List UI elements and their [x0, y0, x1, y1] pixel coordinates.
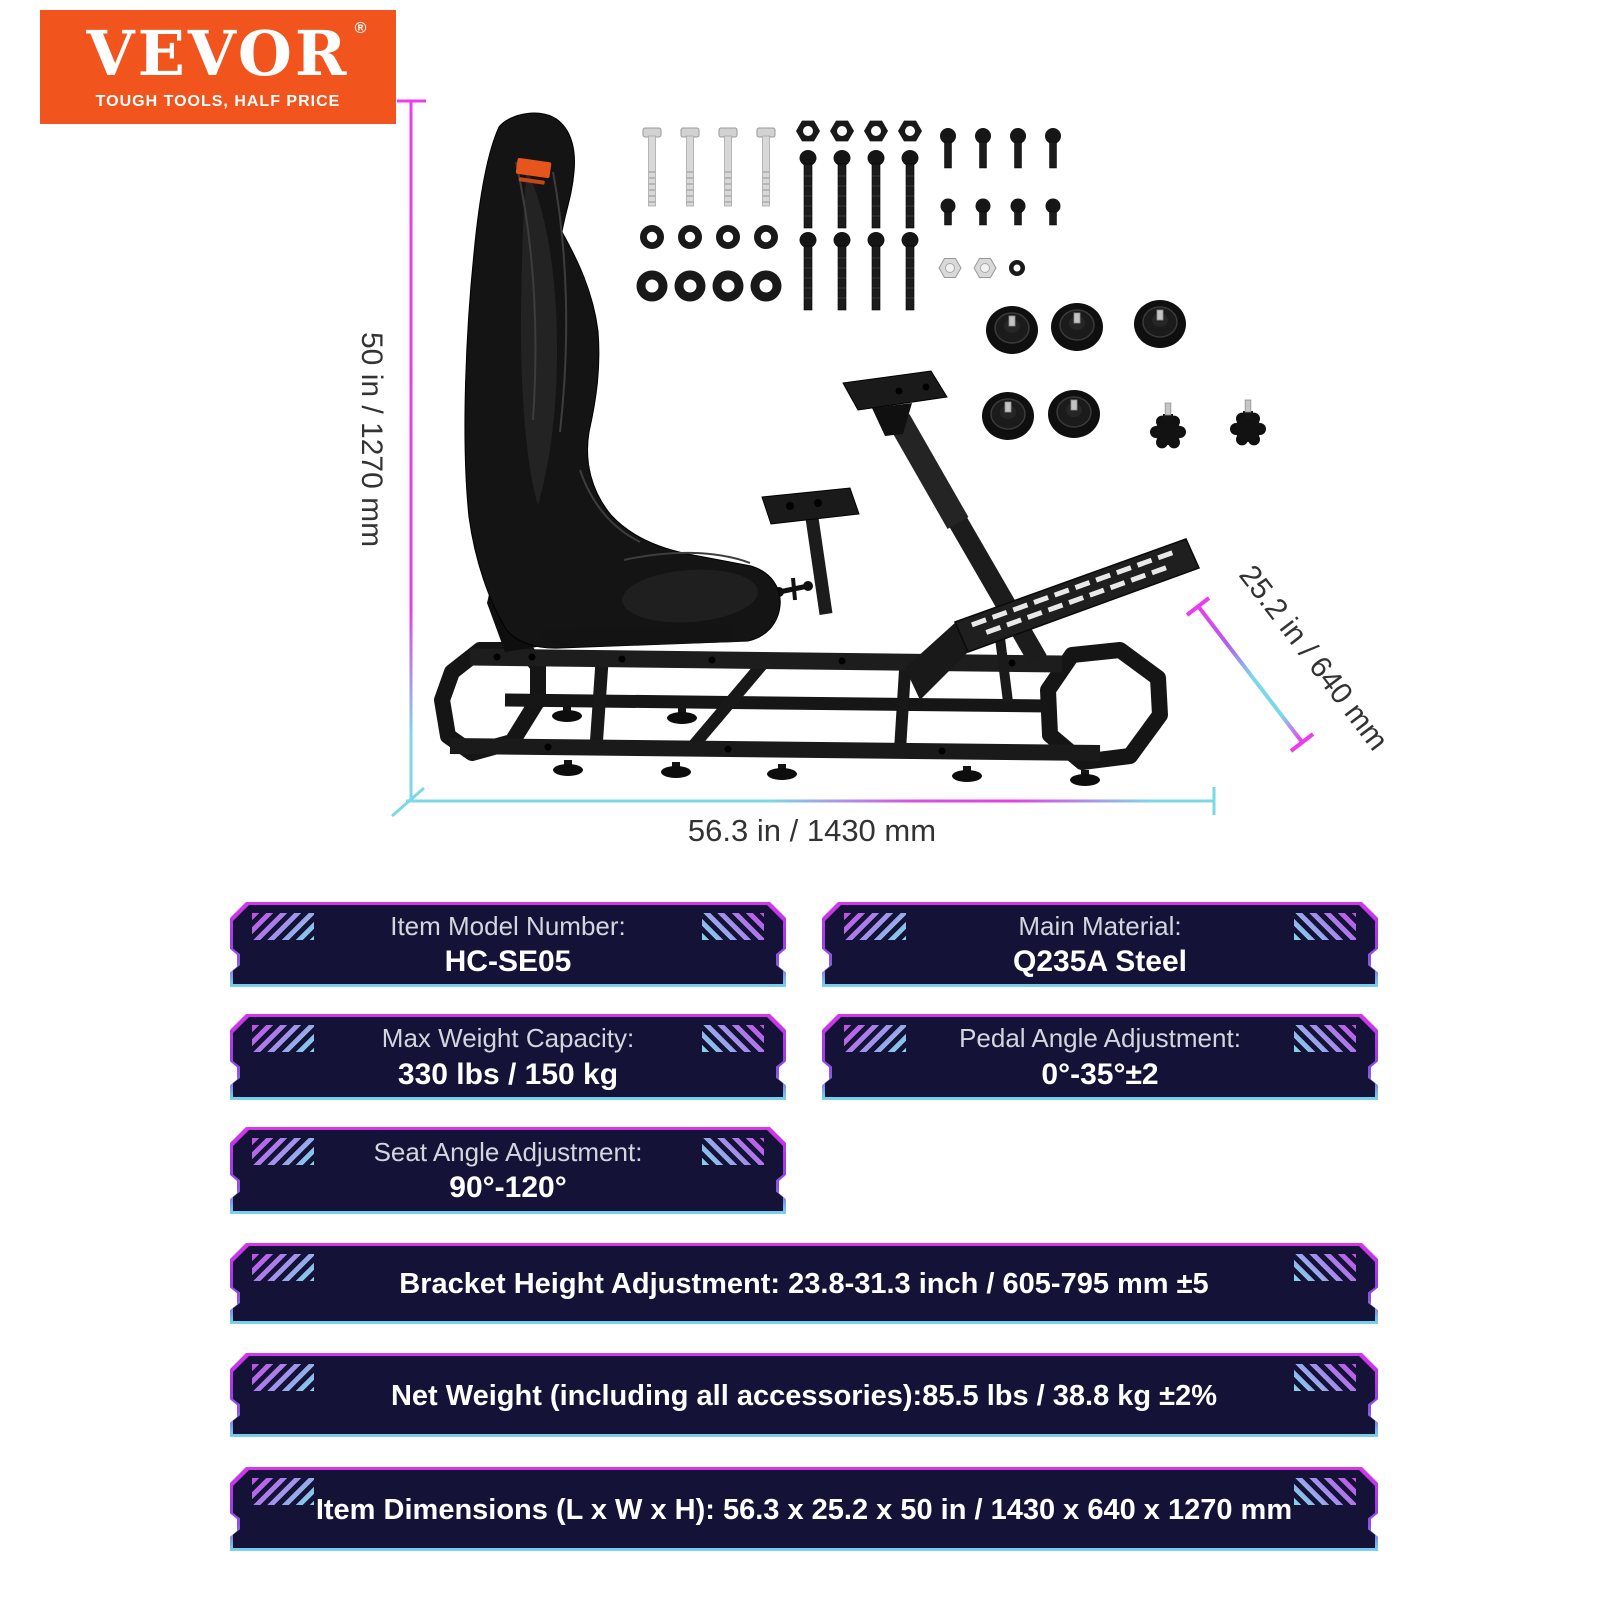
banner-fill: [233, 1130, 783, 1211]
spec-text: Item Dimensions (L x W x H): 56.3 x 25.2…: [315, 1493, 1293, 1526]
spec-value: 90°-120°: [449, 1171, 567, 1205]
hardware-kit: [636, 120, 1267, 449]
vevor-tagline: TOUGH TOOLS, HALF PRICE: [95, 93, 341, 110]
hazard-stripes-icon: [252, 913, 314, 940]
hazard-stripes-icon: [252, 1025, 314, 1052]
spec-text: Bracket Height Adjustment: 23.8-31.3 inc…: [399, 1268, 1209, 1301]
spec-label: Main Material:: [1018, 910, 1182, 941]
silver-bolts: [642, 127, 776, 207]
tiny-washer: [1009, 260, 1025, 276]
vevor-logo: VEVOR® TOUGH TOOLS, HALF PRICE: [40, 10, 396, 124]
length-dimension-label: 56.3 in / 1430 mm: [688, 813, 936, 848]
hazard-stripes-icon: [1294, 1364, 1356, 1391]
spec-label: Seat Angle Adjustment:: [373, 1136, 643, 1167]
hazard-stripes-icon: [252, 1478, 314, 1505]
banner-fill: [825, 905, 1375, 984]
spec-banner-model: Item Model Number: HC-SE05: [230, 902, 786, 987]
hazard-stripes-icon: [1294, 1254, 1356, 1281]
hazard-stripes-icon: [702, 1025, 764, 1052]
hazard-stripes-icon: [252, 1254, 314, 1281]
hazard-stripes-icon: [1294, 1478, 1356, 1505]
suction-cup-feet: [981, 299, 1187, 441]
banner-fill: [233, 1470, 1375, 1548]
spec-banner-max-weight: Max Weight Capacity: 330 lbs / 150 kg: [230, 1014, 786, 1100]
product-illustration: 50 in / 1270 mm 56.3 in / 1430 mm 25.2 i…: [355, 99, 1394, 848]
spec-value: 330 lbs / 150 kg: [397, 1057, 619, 1091]
banner-fill: [233, 1356, 1375, 1434]
spec-label: Pedal Angle Adjustment:: [959, 1023, 1241, 1054]
height-dimension-line: [391, 99, 426, 818]
spec-banner-pedal-angle: Pedal Angle Adjustment: 0°-35°±2: [822, 1014, 1378, 1100]
hex-nuts-silver: [938, 258, 997, 278]
hazard-stripes-icon: [252, 1138, 314, 1165]
hazard-stripes-icon: [1294, 913, 1356, 940]
star-knobs: [1149, 399, 1267, 449]
banner-fill: [233, 1246, 1375, 1321]
hazard-stripes-icon: [844, 913, 906, 940]
spec-banner-bracket-height: Bracket Height Adjustment: 23.8-31.3 inc…: [230, 1243, 1378, 1324]
large-washers: [636, 270, 782, 302]
medium-screws: [939, 127, 1062, 169]
spec-banner-material: Main Material: Q235A Steel: [822, 902, 1378, 987]
spec-value: Q235A Steel: [1013, 945, 1187, 979]
spec-banner-seat-angle: Seat Angle Adjustment: 90°-120°: [230, 1127, 786, 1214]
seat-logo-patch: [515, 158, 552, 185]
spec-text: Net Weight (including all accessories):8…: [390, 1379, 1218, 1412]
long-black-bolts: [798, 149, 920, 311]
spec-label: Max Weight Capacity:: [381, 1023, 635, 1054]
short-screws: [940, 198, 1061, 226]
hazard-stripes-icon: [252, 1364, 314, 1391]
height-dimension-label: 50 in / 1270 mm: [355, 332, 388, 547]
depth-dimension-label: 25.2 in / 640 mm: [1232, 559, 1394, 757]
racing-seat: [464, 112, 781, 652]
vevor-logo-text: VEVOR®: [86, 17, 370, 90]
banner-fill: [233, 905, 783, 984]
hazard-stripes-icon: [702, 1138, 764, 1165]
spec-banner-net-weight: Net Weight (including all accessories):8…: [230, 1353, 1378, 1437]
spec-value: 0°-35°±2: [1041, 1057, 1159, 1091]
depth-dimension-line: [1185, 596, 1315, 753]
cockpit-frame: [434, 642, 1168, 786]
banner-fill: [825, 1017, 1375, 1097]
spec-label: Item Model Number:: [390, 910, 626, 941]
hex-nuts-black: [796, 120, 922, 142]
banner-fill: [233, 1017, 783, 1097]
spec-banner-item-dimensions: Item Dimensions (L x W x H): 56.3 x 25.2…: [230, 1467, 1378, 1551]
registered-mark: ®: [354, 20, 370, 37]
hazard-stripes-icon: [844, 1025, 906, 1052]
pedal-plate: [905, 538, 1201, 703]
hazard-stripes-icon: [702, 913, 764, 940]
small-washers: [640, 225, 778, 249]
hazard-stripes-icon: [1294, 1025, 1356, 1052]
spec-value: HC-SE05: [444, 945, 572, 979]
length-dimension-line: [406, 787, 1216, 815]
